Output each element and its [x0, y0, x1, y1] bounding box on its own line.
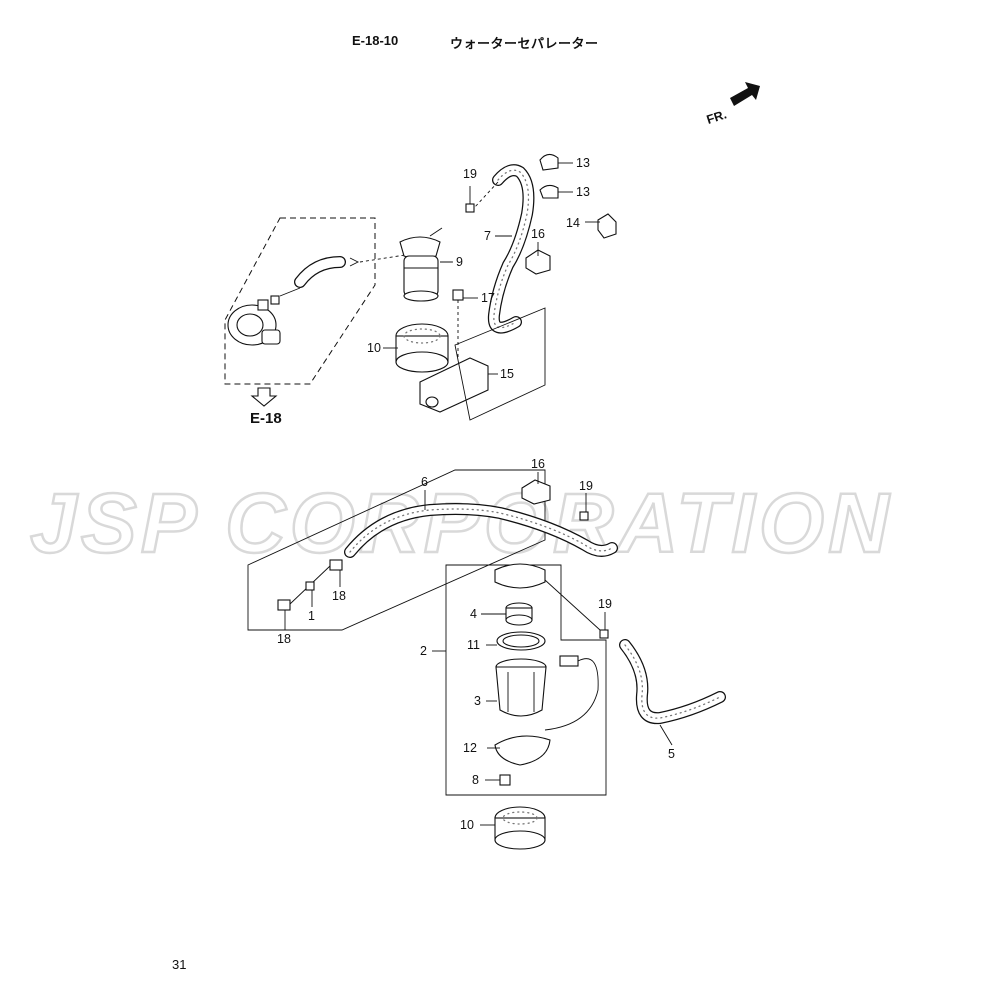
callout-6: 6 [421, 475, 428, 489]
sensor-wire [544, 655, 599, 731]
e18-reference[interactable]: E-18 [250, 387, 282, 427]
callout-7: 7 [484, 229, 491, 243]
fuel-hose-6 [344, 503, 618, 558]
front-arrow-icon [730, 82, 760, 106]
mount-cap-10-top [395, 323, 449, 373]
separator-head [494, 563, 601, 631]
upper-panel-outline [454, 307, 546, 421]
callout-18-a: 18 [277, 632, 291, 646]
assembly-2-box [445, 564, 607, 796]
mount-cap-10-bottom [494, 806, 546, 850]
callout-11: 11 [467, 638, 480, 652]
front-label: FR. [705, 107, 728, 127]
callout-14: 14 [566, 216, 580, 230]
fitting-1 [289, 565, 331, 605]
bolt-17 [452, 289, 464, 360]
cap-4 [505, 602, 533, 626]
callout-5: 5 [668, 747, 675, 761]
watermark: JSP CORPORATION [29, 475, 893, 572]
hose-clip-13a [539, 153, 559, 171]
callout-3: 3 [474, 694, 481, 708]
diagram-title: ウォーターセパレーター [450, 36, 599, 51]
callout-16-mid: 16 [531, 457, 545, 471]
callout-19-mid: 19 [579, 479, 593, 493]
fitting-19-low [599, 629, 609, 639]
fuel-pump-body [227, 287, 301, 346]
callout-2: 2 [420, 644, 427, 658]
fitting-19-top [465, 203, 475, 213]
bracket-15 [419, 357, 489, 413]
callout-19-low: 19 [598, 597, 612, 611]
pump-hose [294, 254, 406, 288]
callout-8: 8 [472, 773, 479, 787]
hose-clip-13b [539, 184, 559, 199]
callout-17: 17 [481, 291, 495, 305]
engine-reference-box [224, 217, 376, 385]
bottom-plate-12 [494, 735, 551, 766]
hose-clip-14 [597, 213, 617, 239]
callout-1: 1 [308, 609, 315, 623]
callout-16-top: 16 [531, 227, 545, 241]
callout-13-a: 13 [576, 156, 590, 170]
hose-7 [473, 164, 535, 334]
callout-9: 9 [456, 255, 463, 269]
down-arrow-icon [250, 387, 278, 407]
callout-15: 15 [500, 367, 514, 381]
callout-13-b: 13 [576, 185, 590, 199]
return-hose-5 [619, 639, 726, 725]
watermark-text: JSP CORPORATION [30, 476, 893, 570]
lower-panel-outline [247, 469, 546, 631]
connector-18b [329, 559, 343, 571]
front-direction-marker: FR. [705, 82, 760, 127]
callout-12: 12 [463, 741, 477, 755]
e18-link-label[interactable]: E-18 [250, 410, 282, 427]
callout-10-top: 10 [367, 341, 381, 355]
connector-18a [277, 599, 291, 611]
filter-bowl-3 [495, 658, 547, 717]
callout-18-b: 18 [332, 589, 346, 603]
page-number: 31 [172, 957, 187, 972]
callout-19-top: 19 [463, 167, 477, 181]
callout-4: 4 [470, 607, 477, 621]
hose-clip-16-mid [521, 479, 551, 505]
callout-10-bottom: 10 [460, 818, 474, 832]
drain-screw-8 [499, 774, 511, 786]
o-ring-11 [496, 631, 546, 651]
fitting-19-mid [579, 511, 589, 521]
leader-lines [284, 162, 673, 826]
fuel-filter-9 [399, 227, 452, 302]
diagram-code: E-18-10 [352, 33, 399, 48]
